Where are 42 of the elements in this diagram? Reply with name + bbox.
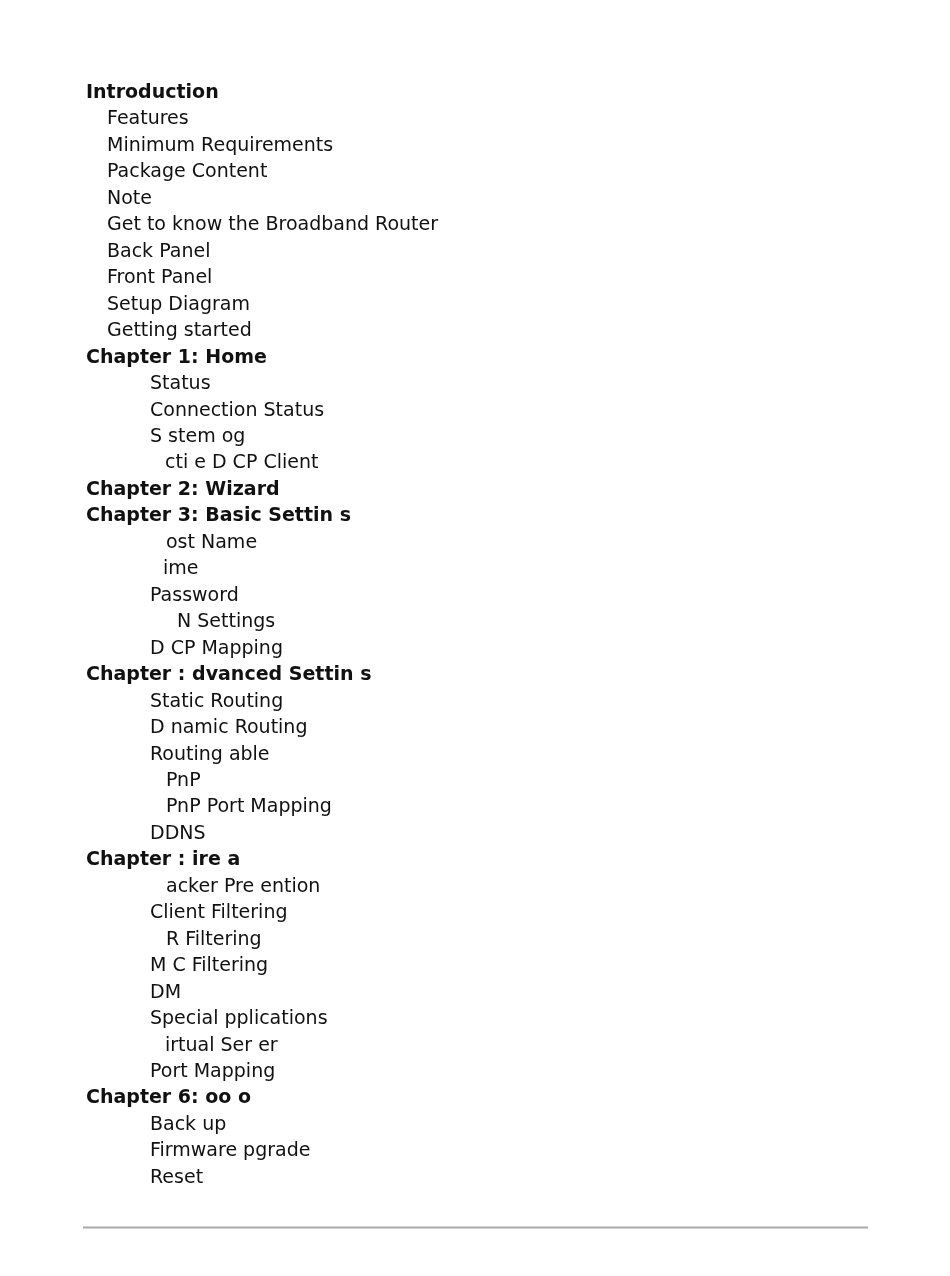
chapter-heading: Chapter : dvanced Settin s xyxy=(86,661,372,686)
chapter-heading: Chapter 2: Wizard xyxy=(86,475,280,500)
toc-entry: Client Filtering xyxy=(150,899,288,924)
toc-entry: DM xyxy=(150,978,182,1003)
toc-entry: Status xyxy=(150,370,211,395)
toc-entry: ost Name xyxy=(166,528,258,553)
toc-entry: Note xyxy=(107,184,152,209)
toc-entry: Back Panel xyxy=(107,237,211,262)
toc-entry: Setup Diagram xyxy=(107,290,250,315)
chapter-heading: Chapter 1: Home xyxy=(86,343,267,368)
toc-entry: Firmware pgrade xyxy=(150,1137,311,1162)
toc-entry: PnP Port Mapping xyxy=(166,793,332,818)
toc-entry: cti e D CP Client xyxy=(165,449,319,474)
toc-entry: R Filtering xyxy=(166,925,262,950)
toc-entry: D namic Routing xyxy=(150,714,308,739)
toc-entry: Package Content xyxy=(107,158,268,183)
toc-entry: acker Pre ention xyxy=(166,872,321,897)
toc-entry: Minimum Requirements xyxy=(107,131,334,156)
toc-entry: Reset xyxy=(150,1163,204,1188)
toc-entry: Special pplications xyxy=(150,1005,328,1030)
toc-entry: S stem og xyxy=(150,422,246,447)
toc-entry: Static Routing xyxy=(150,687,284,712)
toc-entry: Connection Status xyxy=(150,396,325,421)
toc-entry: N Settings xyxy=(177,608,276,633)
toc-entry: Back up xyxy=(150,1110,227,1135)
chapter-heading: Chapter : ire a xyxy=(86,846,241,871)
chapter-heading: Chapter 6: oo o xyxy=(86,1084,252,1109)
toc-entry: Password xyxy=(150,581,239,606)
toc-entry: M C Filtering xyxy=(150,952,269,977)
toc-entry: DDNS xyxy=(150,819,206,844)
toc-entry: D CP Mapping xyxy=(150,634,283,659)
toc-entry: ime xyxy=(163,555,199,580)
toc-entry: Routing able xyxy=(150,740,270,765)
chapter-heading: Introduction xyxy=(86,79,219,103)
toc-entry: Get to know the Broadband Router xyxy=(107,211,439,236)
toc-entry: Getting started xyxy=(107,317,252,342)
toc-entry: irtual Ser er xyxy=(165,1031,278,1056)
chapter-heading: Chapter 3: Basic Settin s xyxy=(86,502,351,527)
toc-entry: Features xyxy=(107,105,189,130)
toc-entry: Port Mapping xyxy=(150,1058,276,1082)
toc-entry: PnP xyxy=(166,766,201,791)
toc-entry: Front Panel xyxy=(107,264,213,289)
